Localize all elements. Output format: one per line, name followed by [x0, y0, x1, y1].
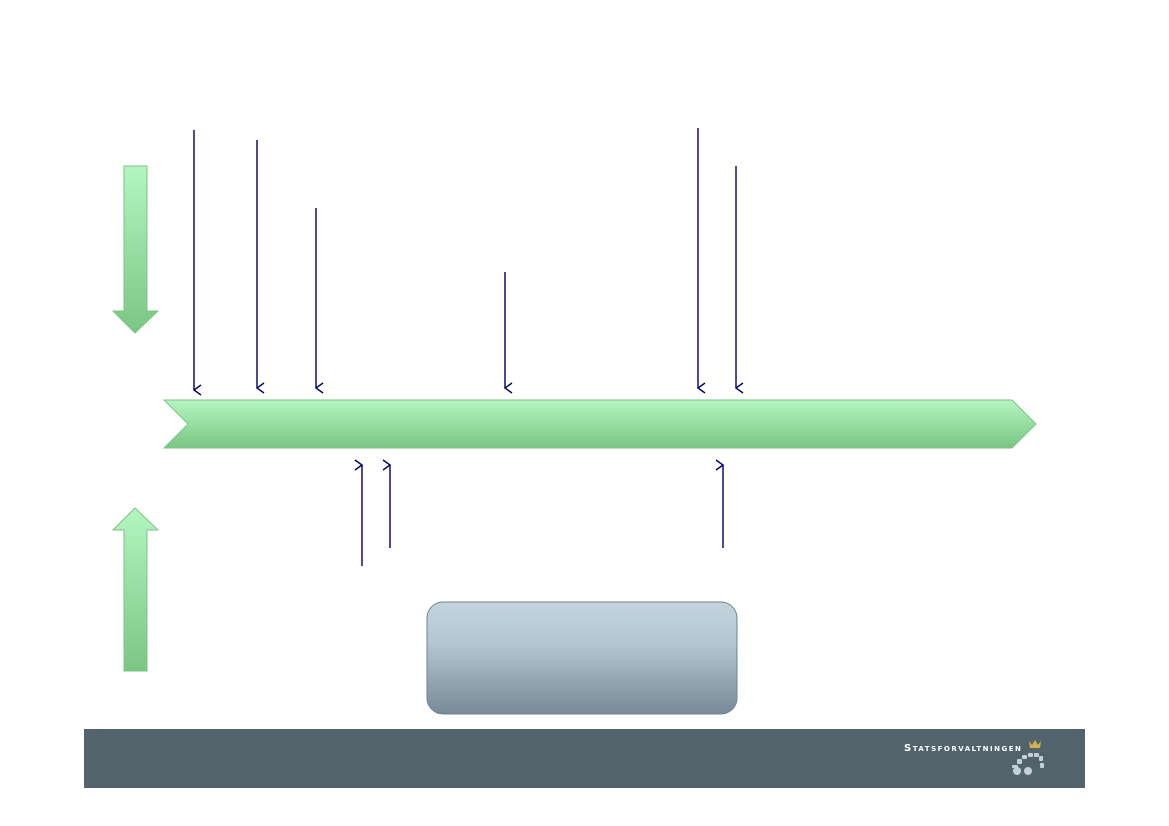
timeline-chevron	[162, 399, 1037, 449]
info-box	[426, 601, 738, 715]
logo-text: Statsforvaltningen	[904, 743, 1023, 754]
logo-icon	[1012, 740, 1044, 775]
down-arrow-large	[111, 165, 160, 334]
footer-bar: Statsforvaltningen	[84, 729, 1085, 788]
up-arrow-large	[111, 507, 160, 672]
